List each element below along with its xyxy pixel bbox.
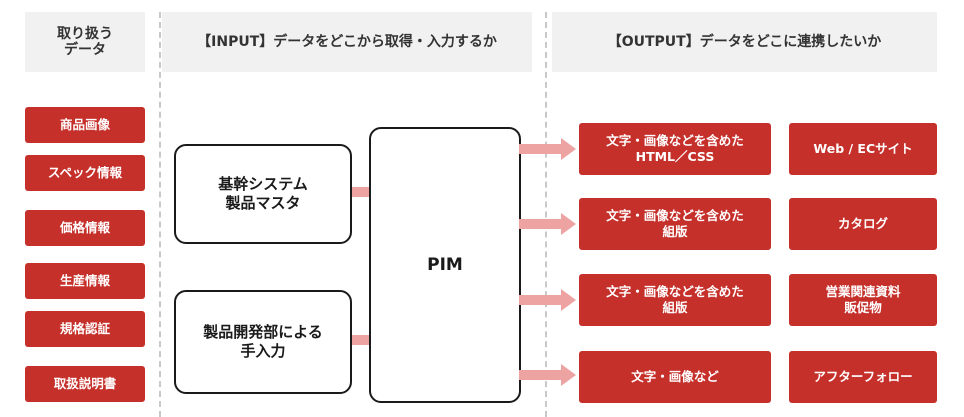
divider-right — [545, 12, 547, 417]
divider-left — [159, 12, 161, 417]
input-core-system: 基幹システム 製品マスタ — [174, 144, 352, 244]
output-arrow-2 — [519, 213, 576, 235]
data-type-manual: 取扱説明書 — [25, 366, 145, 402]
header-data-types: 取り扱う データ — [25, 12, 145, 72]
data-type-standard-cert: 規格認証 — [25, 311, 145, 347]
output-arrow-4 — [519, 364, 576, 386]
output-arrow-1 — [519, 138, 576, 160]
input-manual-entry: 製品開発部による 手入力 — [174, 290, 352, 394]
data-type-spec-info: スペック情報 — [25, 155, 145, 191]
output-content-text-images: 文字・画像など — [579, 351, 771, 403]
header-input: 【INPUT】データをどこから取得・入力するか — [162, 12, 532, 72]
data-type-product-image: 商品画像 — [25, 107, 145, 143]
pim-hub: PIM — [369, 127, 521, 403]
output-content-typesetting-2: 文字・画像などを含めた 組版 — [579, 274, 771, 326]
input-connector-2 — [346, 335, 376, 345]
output-target-web-ec: Web / ECサイト — [789, 123, 937, 175]
output-content-typesetting-1: 文字・画像などを含めた 組版 — [579, 198, 771, 250]
output-target-catalog: カタログ — [789, 198, 937, 250]
header-output: 【OUTPUT】データをどこに連携したいか — [552, 12, 937, 72]
output-arrow-3 — [519, 289, 576, 311]
output-content-html-css: 文字・画像などを含めた HTML／CSS — [579, 123, 771, 175]
output-target-sales-materials: 営業関連資料 販促物 — [789, 274, 937, 326]
data-type-price-info: 価格情報 — [25, 210, 145, 246]
output-target-after-follow: アフターフォロー — [789, 351, 937, 403]
input-connector-1 — [346, 187, 376, 197]
data-type-production-info: 生産情報 — [25, 263, 145, 299]
